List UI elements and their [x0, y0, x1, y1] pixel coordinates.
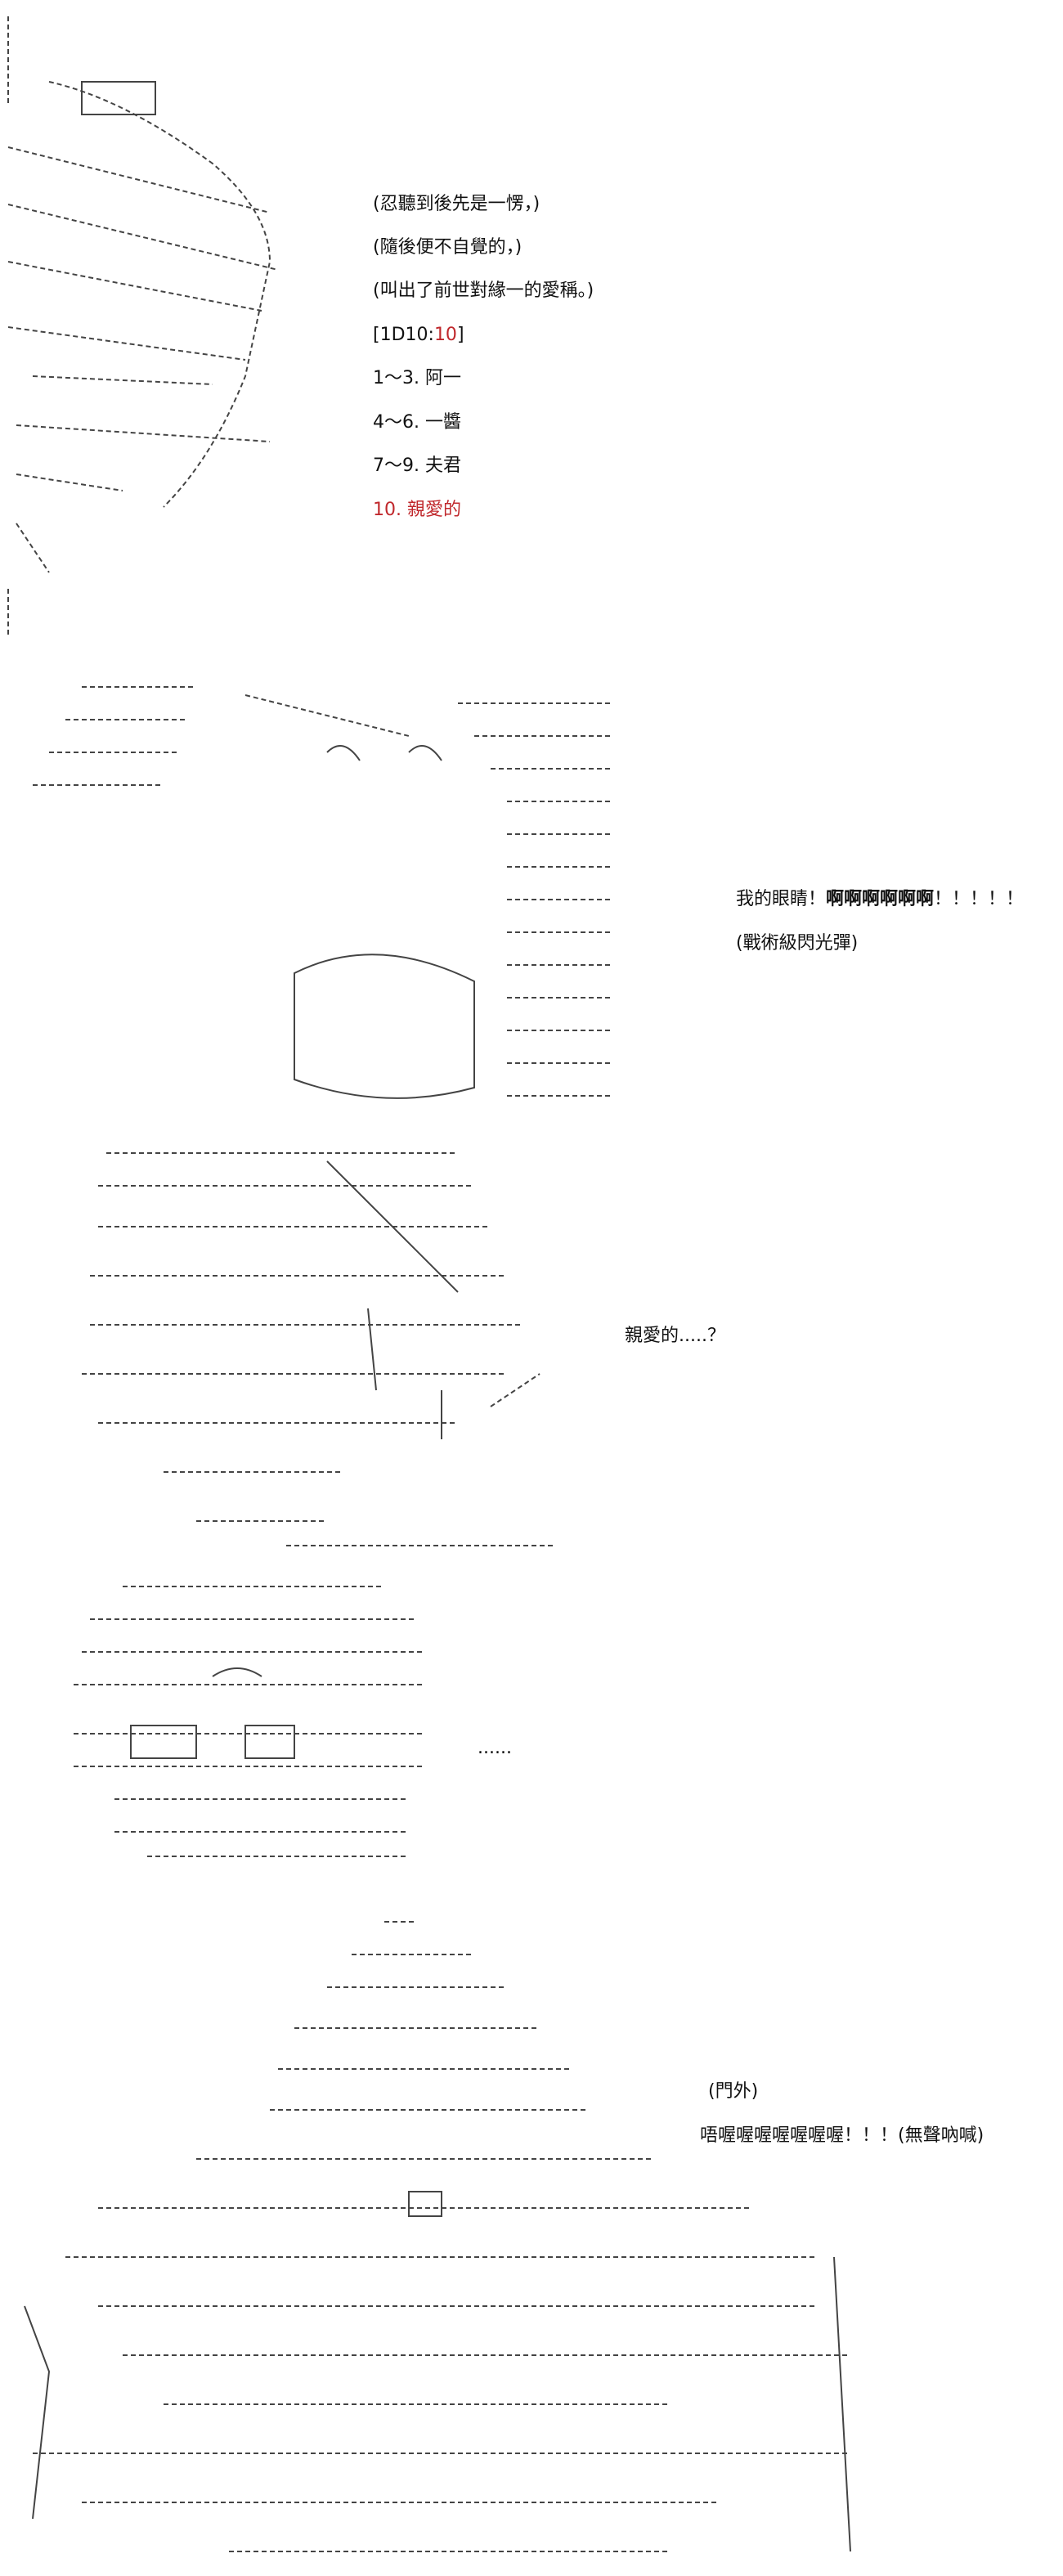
dice-roll-prefix: [1D10:	[373, 325, 434, 345]
option-selected: 10. 親愛的	[373, 500, 461, 520]
dice-roll: [1D10:10]	[373, 324, 464, 347]
scream-end: ！！！！！	[934, 889, 1025, 909]
art-panel-3-figure	[82, 1152, 556, 1546]
art-panel-1-figure	[7, 16, 279, 638]
option-3: 7～9. 夫君	[373, 456, 461, 476]
scream-start: 我的眼睛！	[736, 889, 827, 909]
art-panel-5-figure	[24, 1921, 851, 2552]
art-panel-4-figure	[74, 1586, 425, 1857]
scream-line: 我的眼睛！啊啊啊啊啊啊！！！！！	[736, 888, 1024, 911]
option-1: 1～3. 阿一	[373, 368, 461, 388]
dice-roll-suffix: ]	[456, 325, 464, 345]
narration-line-3: (叫出了前世對緣一的愛稱。)	[373, 280, 594, 301]
flashbang-caption: (戰術級閃光彈)	[736, 933, 859, 954]
outside-door-caption: (門外)	[708, 2081, 759, 2102]
narration-line-2: (隨後便不自覺的，)	[373, 237, 523, 258]
narration-line-1: (忍聽到後先是一愣，)	[373, 194, 540, 214]
option-2: 4～6. 一醬	[373, 412, 461, 433]
art-panel-2-figure	[33, 686, 613, 1099]
dear-question: 親愛的.....？	[625, 1326, 725, 1346]
silent-scream: 唔喔喔喔喔喔喔喔！！！(無聲吶喊)	[700, 2125, 985, 2146]
ellipsis: ......	[478, 1738, 512, 1758]
dice-roll-value: 10	[433, 325, 457, 345]
scream-bold: 啊啊啊啊啊啊	[826, 889, 935, 909]
